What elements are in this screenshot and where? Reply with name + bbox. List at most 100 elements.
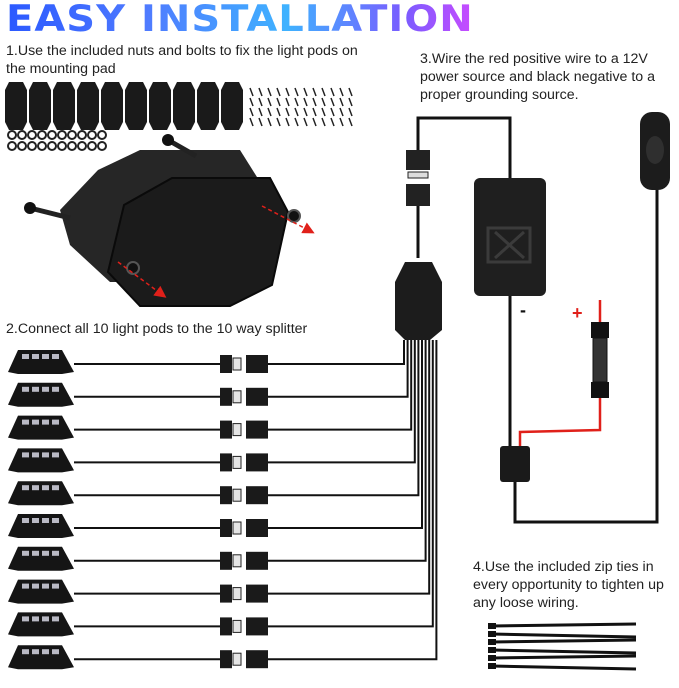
led-icon — [42, 419, 49, 425]
connector-icon — [246, 519, 268, 537]
led-icon — [42, 452, 49, 458]
switch-icon — [640, 112, 670, 190]
led-icon — [42, 550, 49, 556]
nut-icon — [37, 130, 47, 140]
connector-icon — [220, 519, 232, 537]
bolt-icon — [294, 107, 299, 117]
led-icon — [42, 354, 49, 359]
bolt-icon — [276, 107, 281, 117]
small-pad-icon — [53, 82, 75, 130]
connector-icon — [220, 453, 232, 472]
led-icon — [42, 485, 49, 491]
light-pod-icon — [8, 415, 74, 440]
light-pod-back — [60, 150, 262, 282]
connector-icon — [220, 584, 232, 603]
bolt-icon — [321, 87, 326, 97]
nut-icon — [57, 141, 67, 151]
bolt-icon — [294, 97, 299, 107]
led-icon — [32, 419, 39, 425]
light-pod-icon — [8, 350, 74, 374]
connector-icon — [220, 420, 232, 439]
connector-icon — [246, 355, 268, 373]
zip-tie-icon — [491, 648, 637, 655]
splitter-wire — [268, 340, 434, 628]
splitter-wire — [268, 340, 431, 595]
switch-wire — [513, 190, 659, 524]
nut-icon — [97, 130, 107, 140]
mounting-pad-icon — [106, 177, 290, 307]
nut-icon — [7, 130, 17, 140]
zip-tie-head-icon — [488, 647, 496, 653]
splitter-wire — [268, 340, 438, 661]
bolt-icon — [303, 97, 308, 107]
led-icon — [52, 452, 59, 458]
led-icon — [32, 518, 39, 523]
nuts-set — [7, 130, 107, 151]
small-pad-icon — [149, 82, 171, 130]
led-icon — [22, 354, 29, 359]
zip-tie-icon — [491, 664, 637, 671]
connector-icon — [232, 423, 242, 437]
led-icon — [22, 452, 29, 458]
bolt-icon — [321, 97, 326, 107]
led-icon — [32, 452, 39, 458]
led-icon — [22, 419, 29, 425]
led-icon — [52, 518, 59, 523]
connector-icon — [232, 488, 242, 502]
led-icon — [52, 485, 59, 491]
nut-icon — [47, 141, 57, 151]
led-icon — [22, 583, 29, 589]
bolt-icon — [339, 87, 344, 97]
connector-icon — [246, 650, 268, 669]
small-pad-icon — [125, 82, 147, 130]
connector-icon — [220, 486, 232, 505]
zip-tie-icon — [491, 622, 637, 628]
negative-symbol: - — [520, 300, 526, 320]
connector-icon — [246, 617, 268, 636]
connector-icon — [246, 584, 268, 603]
bolt-icon — [267, 87, 272, 97]
bolt-icon — [348, 97, 353, 107]
led-icon — [42, 518, 49, 523]
nut-icon — [87, 141, 97, 151]
bolt-icon — [348, 87, 353, 97]
connector-icon — [246, 387, 268, 406]
nut-icon — [97, 141, 107, 151]
nut-icon — [27, 130, 37, 140]
bolt-icon — [276, 97, 281, 107]
bolt-icon — [249, 87, 254, 97]
bolt-icon — [312, 87, 317, 97]
bolt-icon — [321, 117, 326, 127]
bolt-icon — [258, 107, 263, 117]
led-icon — [52, 354, 59, 359]
bolt-icon — [285, 87, 290, 97]
splitter-wire — [268, 340, 416, 464]
led-icon — [52, 649, 59, 655]
led-icon — [52, 550, 59, 556]
connector-icon — [220, 551, 232, 570]
zip-tie-icon — [491, 654, 637, 660]
bolt-icon — [330, 87, 335, 97]
nut-icon — [7, 141, 17, 151]
light-pod-icon — [8, 514, 74, 538]
step-3-text: 3.Wire the red positive wire to a 12V po… — [420, 51, 656, 103]
bolt-icon — [285, 107, 290, 117]
led-icon — [32, 354, 39, 359]
led-icon — [32, 649, 39, 655]
step-4-text: 4.Use the included zip ties in every opp… — [473, 559, 664, 611]
bolt-icon — [267, 97, 272, 107]
bolt-icon — [339, 117, 344, 127]
bolt-icon — [312, 117, 317, 127]
zip-tie-head-icon — [488, 631, 496, 637]
connector-icon — [232, 390, 242, 404]
light-pod-icon — [8, 382, 74, 407]
nut-icon — [87, 130, 97, 140]
connector-icon — [232, 521, 242, 535]
power-plug-icon — [500, 446, 530, 482]
bolt-icon — [258, 117, 263, 127]
bolt-icon — [249, 97, 254, 107]
nut-icon — [17, 130, 27, 140]
small-pad-icon — [5, 82, 27, 130]
led-icon — [22, 386, 29, 392]
